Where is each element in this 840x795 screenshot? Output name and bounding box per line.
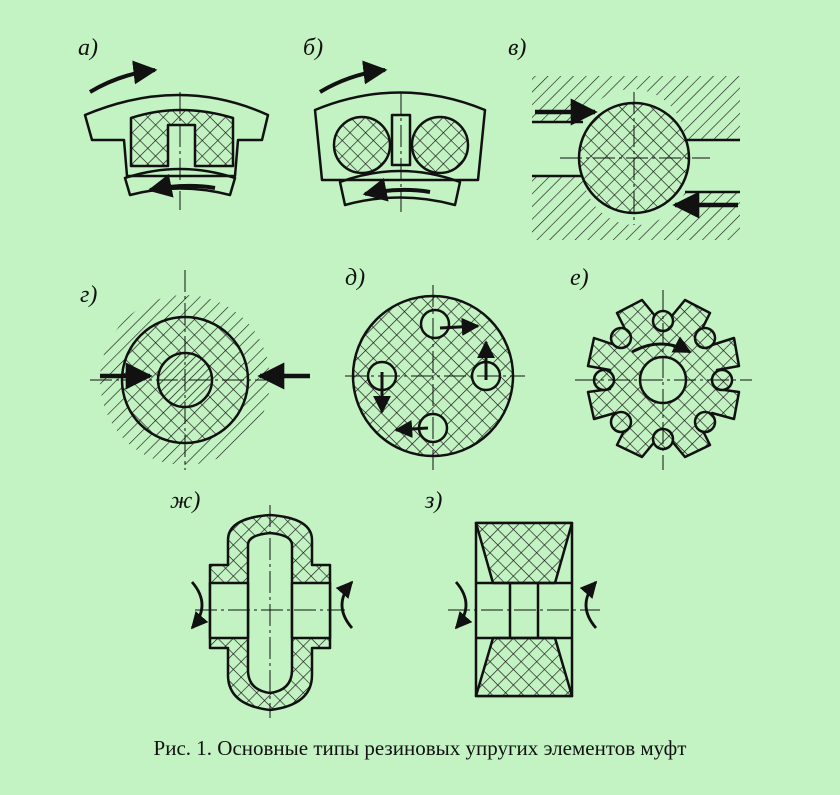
torque-arrow-right-z — [579, 580, 598, 629]
panel-label-b: б) — [303, 35, 323, 61]
panel-label-g: г) — [80, 282, 97, 308]
rubber-shell-zh — [208, 513, 332, 712]
panel-label-a: а) — [78, 35, 98, 61]
torque-arrow-right-zh — [335, 580, 354, 629]
upper-housing-v — [532, 76, 740, 140]
outer-ring-a — [83, 93, 270, 178]
pin-6-e — [609, 410, 633, 434]
figure-caption: Рис. 1. Основные типы резиновых упругих … — [153, 736, 687, 760]
rubber-cone-bottom-z — [474, 636, 574, 698]
rubber-cone-top-z — [474, 521, 574, 585]
panel-g: г) — [80, 270, 310, 470]
torque-arrow-left-zh — [190, 581, 209, 630]
panel-b: б) — [303, 35, 487, 212]
pin-2-e — [693, 326, 717, 350]
panel-label-d: д) — [345, 265, 365, 291]
rubber-roller-right-b — [410, 115, 470, 175]
rubber-roller-left-b — [332, 115, 392, 175]
panel-e: е) — [570, 265, 752, 470]
rubber-element-a — [129, 108, 235, 168]
panel-label-v: в) — [508, 35, 526, 61]
panel-zh: ж) — [170, 488, 354, 718]
outer-ring-b — [313, 91, 487, 182]
torque-arrow-left-z — [454, 581, 473, 630]
force-arrow-top-d — [439, 317, 480, 336]
panel-label-zh: ж) — [170, 488, 200, 514]
panel-d: д) — [345, 265, 525, 470]
force-arrow-bottom-d — [394, 420, 429, 438]
pin-8-e — [609, 326, 633, 350]
inner-bore-z — [476, 581, 572, 640]
panel-a: а) — [78, 35, 270, 210]
panel-label-z: з) — [424, 488, 442, 514]
rotation-arrow-outer-a — [88, 60, 158, 94]
pin-top-d — [419, 308, 451, 340]
panel-v: в) — [508, 35, 740, 240]
rotation-arrow-inner-a — [147, 173, 216, 198]
panel-label-e: е) — [570, 265, 589, 291]
rotation-arrow-inner-b — [362, 177, 431, 202]
housing-edges-v — [532, 120, 740, 194]
rotation-arrow-outer-b — [318, 60, 388, 94]
pin-4-e — [693, 410, 717, 434]
rotation-arrow-e — [631, 336, 692, 354]
panel-z: з) — [424, 488, 600, 698]
